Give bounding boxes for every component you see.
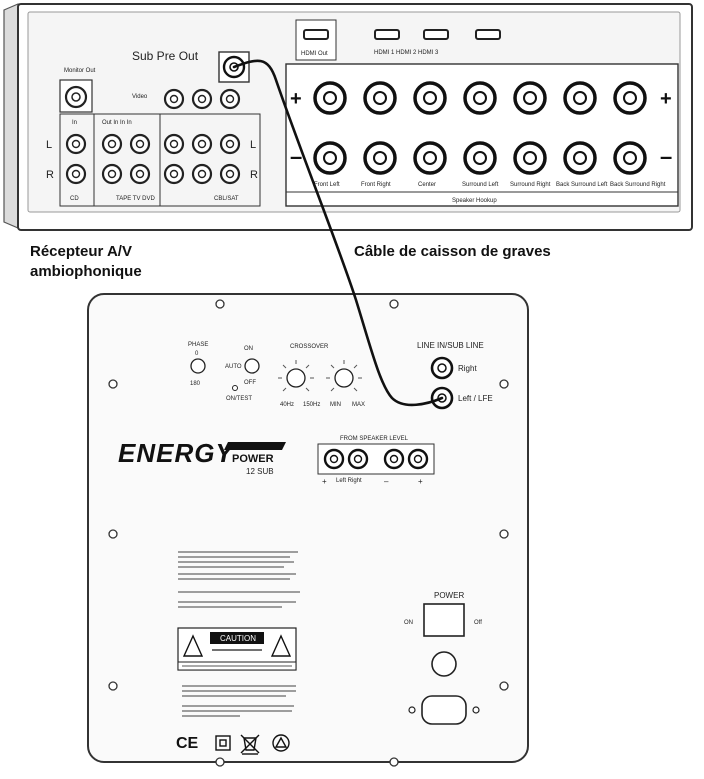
speaker-labels: Front Left Front Right Center Surround L… <box>314 182 666 188</box>
phase-label: PHASE <box>188 342 208 348</box>
status-led-icon <box>232 385 238 391</box>
svg-text:POWER: POWER <box>232 453 274 465</box>
ce-mark-icon: CE <box>176 735 199 752</box>
phase-switch <box>190 358 206 374</box>
on-label: ON <box>244 346 253 352</box>
plus-right: + <box>660 88 672 110</box>
weee-bin-icon <box>240 734 260 755</box>
speaker-level-plus-2: + <box>418 477 423 486</box>
tape-tv-dvd-label: TAPE TV DVD <box>116 196 155 202</box>
svg-text:12 SUB: 12 SUB <box>246 467 274 476</box>
minus-right: – <box>660 144 672 169</box>
phase-180: 180 <box>190 381 201 387</box>
speaker-level-jacks <box>323 448 429 470</box>
subwoofer-panel: PHASE 0 180 AUTO ON OFF ON/TEST CROSSOVE… <box>87 293 529 767</box>
auto-label: AUTO <box>225 364 242 370</box>
speaker-label: Front Right <box>361 182 391 188</box>
level-min: MIN <box>330 402 341 408</box>
power-off-label: Off <box>474 620 482 626</box>
video-jacks <box>163 88 241 110</box>
safety-cert-icon <box>272 734 290 752</box>
power-switch <box>423 603 465 637</box>
monitor-out-label: Monitor Out <box>64 68 96 74</box>
left-channel-label-2: L <box>250 139 256 151</box>
fine-print-2 <box>182 685 296 717</box>
hdmi-1-port <box>374 29 400 40</box>
hdmi-inputs-label: HDMI 1 HDMI 2 HDMI 3 <box>374 50 439 56</box>
crossover-150hz: 150Hz <box>303 402 320 408</box>
video-label: Video <box>132 94 148 100</box>
hdmi-3-port <box>475 29 501 40</box>
fuse-holder-icon <box>431 651 457 677</box>
speaker-label: Surround Left <box>462 182 499 188</box>
speaker-level-minus: – <box>384 477 389 486</box>
speaker-level-left-right: Left Right <box>336 478 362 484</box>
hdmi-2-port <box>423 29 449 40</box>
ac-inlet-icon <box>408 695 480 725</box>
on-test-label: ON/TEST <box>226 396 252 402</box>
right-channel-label: R <box>46 169 54 181</box>
line-in-right-jack <box>430 356 454 380</box>
energy-logo: ENERGY POWER 12 SUB <box>118 438 286 476</box>
power-label: POWER <box>434 591 464 600</box>
speaker-label: Back Surround Left <box>556 182 608 188</box>
rca-jack <box>64 85 88 109</box>
double-insulation-icon <box>215 735 231 751</box>
speaker-label: Surround Right <box>510 182 551 188</box>
receiver-caption-line2: ambiophonique <box>30 263 142 280</box>
av-receiver: Monitor Out In Out In In In Video TAPE T… <box>3 3 693 231</box>
subwoofer-cable <box>232 59 444 407</box>
speaker-hookup-label: Speaker Hookup <box>452 198 497 204</box>
cd-label: CD <box>70 196 79 202</box>
speaker-label: Back Surround Right <box>610 182 666 188</box>
caution-label: CAUTION <box>177 627 297 671</box>
level-max: MAX <box>352 402 365 408</box>
line-in-right-label: Right <box>458 364 477 373</box>
svg-text:ENERGY: ENERGY <box>118 438 235 468</box>
right-audio-jacks <box>65 163 241 185</box>
minus-left: – <box>290 144 302 169</box>
crossover-40hz: 40Hz <box>280 402 294 408</box>
phase-0: 0 <box>195 351 199 357</box>
mounting-holes <box>108 299 509 767</box>
left-channel-label: L <box>46 139 52 151</box>
fine-print <box>178 551 300 608</box>
speaker-terminals-plus <box>313 81 647 115</box>
power-on-label: ON <box>404 620 413 626</box>
crossover-knob <box>278 360 314 392</box>
auto-switch <box>244 358 260 374</box>
cable-caption: Câble de caisson de graves <box>354 243 551 260</box>
left-audio-jacks <box>65 133 241 155</box>
cbl-sat-label: CBL/SAT <box>214 196 239 202</box>
crossover-label: CROSSOVER <box>290 344 329 350</box>
plus-left: + <box>290 88 302 110</box>
line-in-label: LINE IN/SUB LINE <box>417 341 484 350</box>
in-label: In <box>72 120 77 126</box>
hdmi-out-port <box>303 29 329 40</box>
right-channel-label-2: R <box>250 169 258 181</box>
level-knob <box>326 360 362 392</box>
hdmi-out-label: HDMI Out <box>301 51 328 57</box>
speaker-level-plus-1: + <box>322 477 327 486</box>
off-label: OFF <box>244 380 256 386</box>
speaker-level-label: FROM SPEAKER LEVEL <box>340 436 409 442</box>
speaker-label: Front Left <box>314 182 340 188</box>
speaker-label: Center <box>418 182 436 188</box>
receiver-caption-line1: Récepteur A/V <box>30 243 132 260</box>
line-in-lfe-label: Left / LFE <box>458 394 493 403</box>
speaker-terminals-minus <box>313 141 647 175</box>
sub-pre-out-label: Sub Pre Out <box>132 49 199 63</box>
out-in-label: Out In In In <box>102 120 132 126</box>
svg-text:CAUTION: CAUTION <box>220 634 256 643</box>
